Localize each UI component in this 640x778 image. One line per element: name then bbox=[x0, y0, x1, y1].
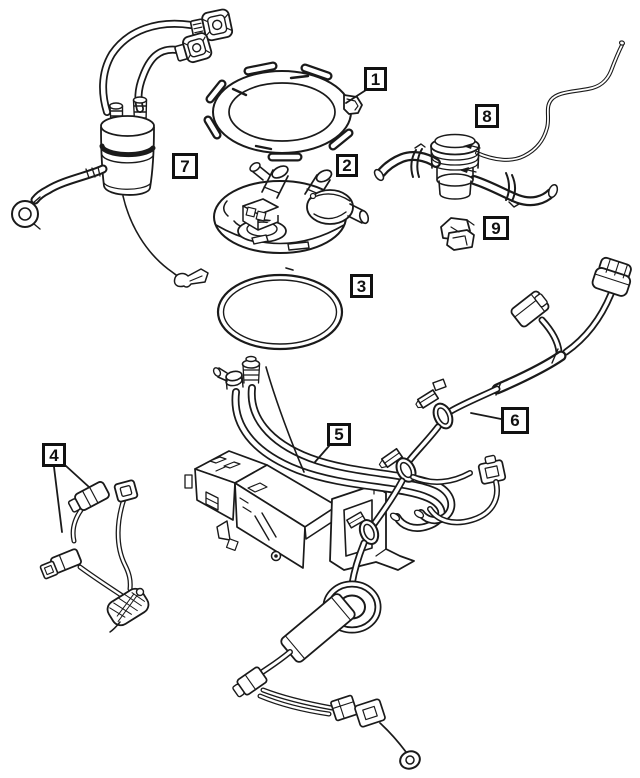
part-4-sensor-wiring-drawing bbox=[39, 479, 150, 633]
callout-3[interactable]: 3 bbox=[350, 274, 373, 298]
part-3-oring-drawing bbox=[216, 267, 344, 351]
part-2-module-flange-drawing bbox=[213, 161, 370, 254]
callout-8[interactable]: 8 bbox=[475, 104, 499, 128]
callout-4[interactable]: 4 bbox=[42, 443, 66, 467]
part-8-valve-drawing bbox=[373, 40, 626, 208]
part-1-lock-ring-drawing bbox=[203, 61, 363, 162]
callout-6[interactable]: 6 bbox=[501, 407, 529, 434]
callout-9[interactable]: 9 bbox=[483, 216, 509, 240]
callout-1[interactable]: 1 bbox=[364, 67, 387, 91]
part-6-harness-drawing bbox=[232, 256, 632, 770]
callout-2[interactable]: 2 bbox=[336, 154, 358, 177]
part-7-fuel-filter-drawing bbox=[11, 8, 234, 288]
callout-leader-lines bbox=[53, 89, 502, 533]
callout-7[interactable]: 7 bbox=[172, 153, 198, 179]
callout-5[interactable]: 5 bbox=[327, 423, 351, 446]
part-9-cap-drawing bbox=[440, 217, 475, 251]
